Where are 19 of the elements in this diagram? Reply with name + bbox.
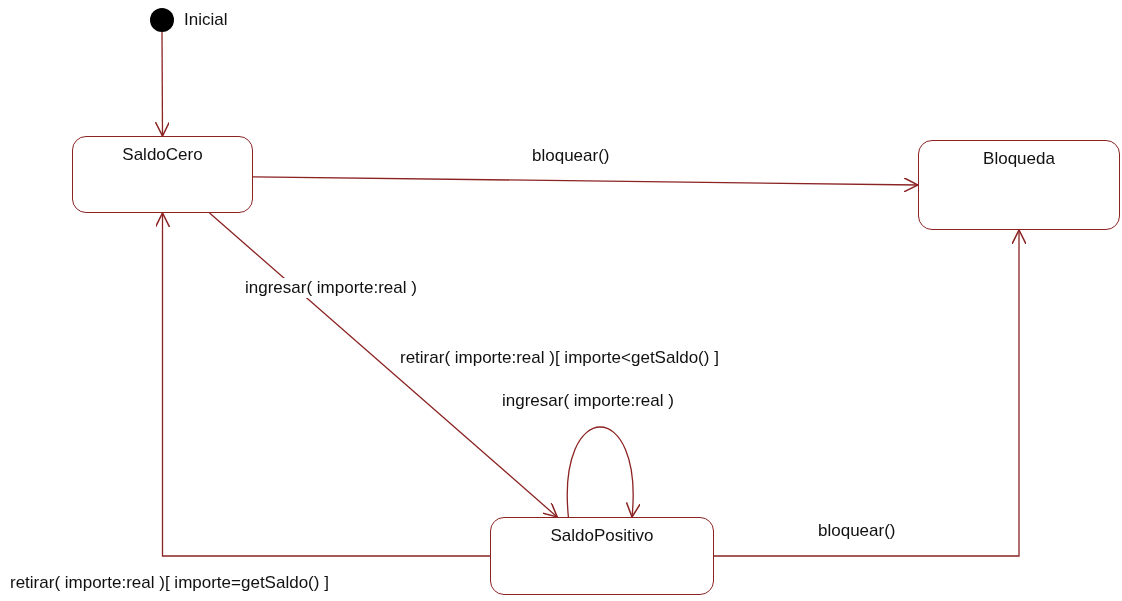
initial-state-dot xyxy=(150,8,174,32)
edge-label: ingresar( importe:real ) xyxy=(243,278,419,298)
edge-label: ingresar( importe:real ) xyxy=(500,391,676,411)
transition-arrow xyxy=(154,212,491,557)
state-name: SaldoPositivo xyxy=(549,526,655,546)
transition-label: retirar( importe:real )[ importe<getSaldo() ] xyxy=(398,348,721,368)
edge-label: bloquear() xyxy=(530,146,612,166)
state-name: Bloqueda xyxy=(982,149,1056,169)
state-box xyxy=(918,140,1120,230)
state-box xyxy=(72,136,253,213)
edge-label: retirar( importe:real )[ importe=getSaldo() ] xyxy=(8,573,331,593)
transition-arrow xyxy=(713,229,1027,557)
transition-arrow xyxy=(566,426,641,518)
edge-label: bloquear() xyxy=(816,521,898,541)
transition-arrow xyxy=(154,31,171,137)
transition-arrow xyxy=(252,176,919,193)
state-box xyxy=(490,517,714,595)
transition-arrow xyxy=(208,212,558,518)
state-name: SaldoCero xyxy=(121,145,204,165)
